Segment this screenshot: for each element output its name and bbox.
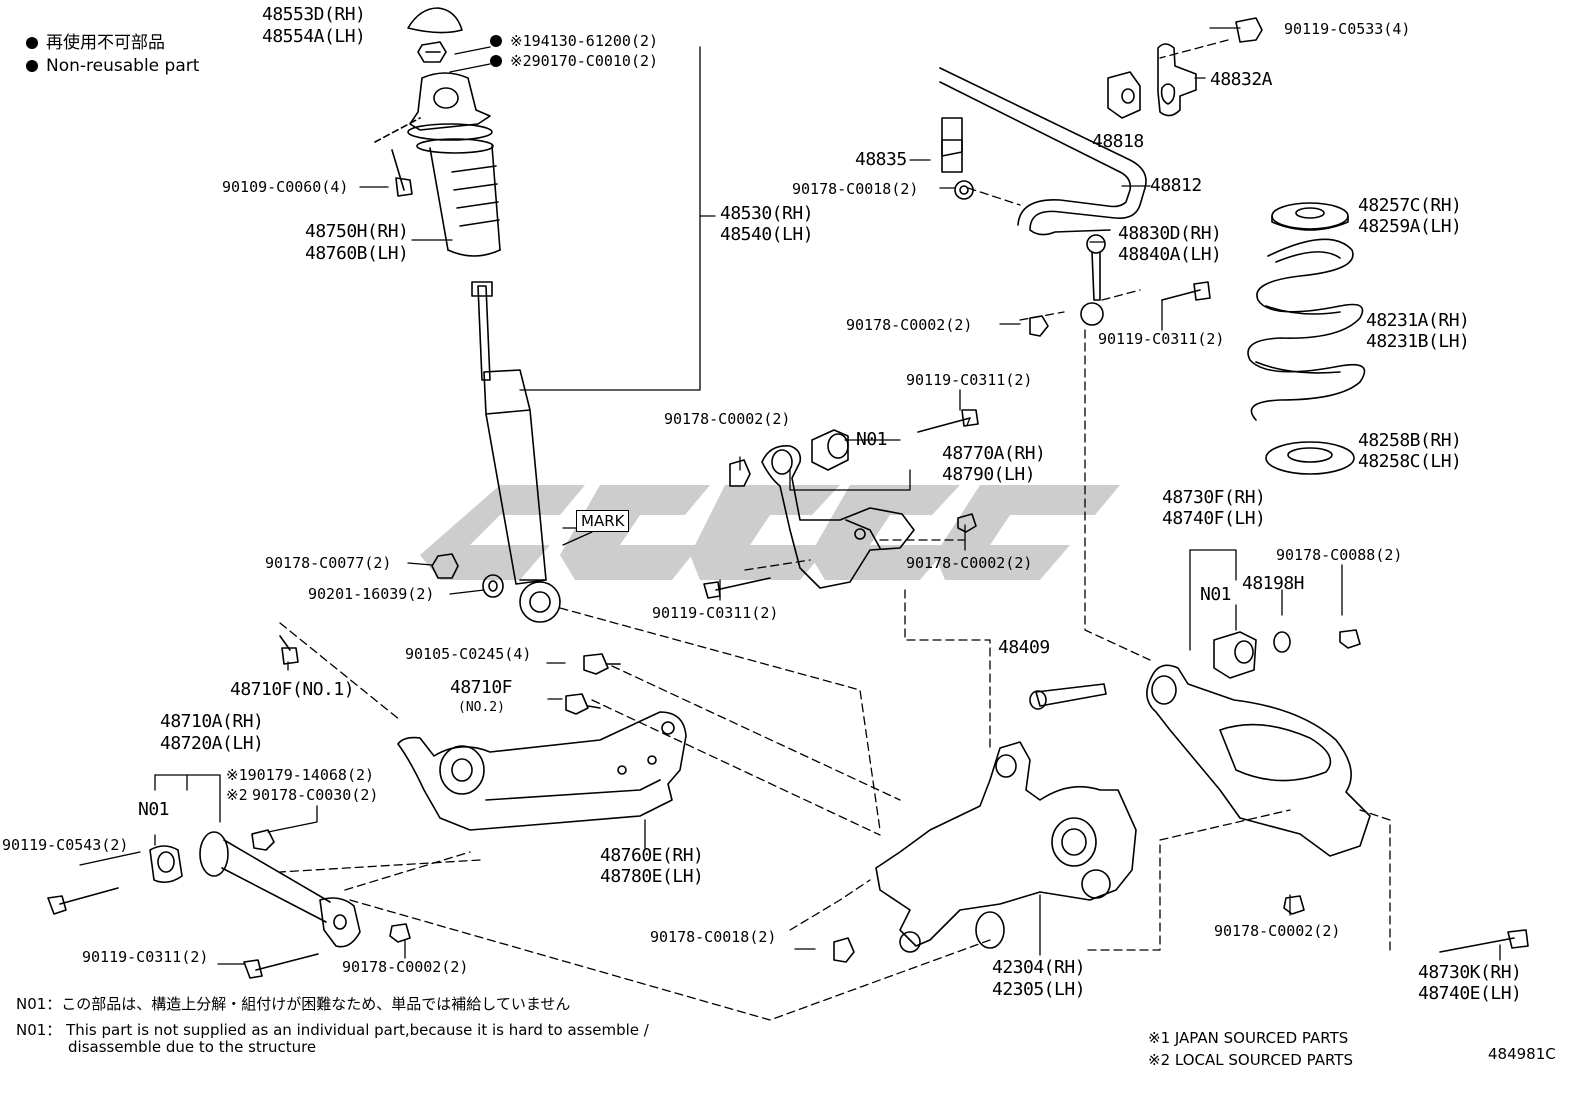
part-label: 90109-C0060(4) [222, 178, 349, 196]
n01-note-jp: N01：この部品は、構造上分解・組付けが困難なため、単品では補給していません [16, 995, 571, 1013]
part-label: 48760E(RH) [600, 845, 704, 866]
non-reusable-dot-icon [26, 60, 38, 72]
trailing-arm [279, 635, 687, 831]
part-label: (NO.2) [458, 700, 505, 715]
part-label: 48730F(RH) [1162, 487, 1266, 508]
part-label: 90201-16039(2) [308, 585, 435, 603]
part-label: 90178-C0018(2) [792, 180, 919, 198]
part-label: 48832A [1210, 69, 1273, 90]
part-label: 90178-C0088(2) [1276, 546, 1403, 564]
non-reusable-dot-icon [490, 55, 502, 67]
part-label: 48835 [855, 149, 907, 170]
part-label: 48740F(LH) [1162, 508, 1266, 529]
part-label: 48231A(RH) [1366, 310, 1470, 331]
legend-jp-text: 再使用不可部品 [46, 33, 165, 53]
legend-jp: 再使用不可部品 [26, 32, 165, 55]
n01-note-en-2: disassemble due to the structure [68, 1038, 317, 1056]
legend-en: Non-reusable part [26, 55, 199, 78]
n01-label: N01 [856, 429, 888, 450]
part-label: 48780E(LH) [600, 866, 704, 887]
part-label: 90119-C0311(2) [652, 604, 779, 622]
dashed-lines [279, 39, 1391, 1021]
part-label: 90178-C0002(2) [342, 958, 469, 976]
lower-control-arm [1146, 629, 1529, 953]
stabilizer-link [1029, 234, 1211, 337]
part-label: 48818 [1092, 131, 1144, 152]
part-label: 48730K(RH) [1418, 962, 1522, 983]
part-label: 48530(RH) [720, 203, 814, 224]
stabilizer-bracket [1107, 17, 1263, 119]
part-label: 48710A(RH) [160, 711, 264, 732]
small-nuts-left [431, 553, 504, 598]
bolt-90109 [374, 117, 421, 197]
part-label: 48830D(RH) [1118, 223, 1222, 244]
lateral-rod [47, 829, 411, 979]
part-label: 90119-C0311(2) [82, 948, 209, 966]
stabilizer-bar [939, 67, 1147, 236]
part-label: 48231B(LH) [1366, 331, 1470, 352]
part-label: ※290170-C0010(2) [490, 52, 658, 70]
diagram-code: 484981C [1488, 1045, 1556, 1063]
part-label: 42305(LH) [992, 979, 1086, 1000]
part-label: 90119-C0543(2) [2, 836, 129, 854]
part-label: ※190179-14068(2) [226, 766, 375, 784]
n01-label: N01 [1200, 584, 1232, 605]
rear-knuckle [833, 683, 1137, 963]
part-label: 90178-C0002(2) [906, 554, 1033, 572]
part-label: 48812 [1150, 175, 1202, 196]
local-sourced-note: ※2 LOCAL SOURCED PARTS [1148, 1051, 1353, 1069]
part-label: 90119-C0311(2) [1098, 330, 1225, 348]
part-label: 90178-C0077(2) [265, 554, 392, 572]
part-label: 48750H(RH) [305, 221, 409, 242]
upper-control-arm [703, 409, 979, 599]
part-label: 90178-C0002(2) [1214, 922, 1341, 940]
part-label: 90119-C0311(2) [906, 371, 1033, 389]
shock-absorber [407, 7, 561, 623]
part-label: 90178-C0002(2) [664, 410, 791, 428]
watermark-logo [420, 485, 1120, 580]
part-label: 48553D(RH) [262, 4, 366, 25]
part-label: 90119-C0533(4) [1284, 20, 1411, 38]
legend-en-text: Non-reusable part [46, 56, 200, 76]
part-label: 48259A(LH) [1358, 216, 1462, 237]
part-label: 48409 [998, 637, 1050, 658]
n01-label: N01 [138, 799, 170, 820]
part-label: 48198H [1242, 573, 1305, 594]
part-label: 42304(RH) [992, 957, 1086, 978]
part-label: 48720A(LH) [160, 733, 264, 754]
part-label: ※2 [226, 786, 248, 804]
part-label: 48257C(RH) [1358, 195, 1462, 216]
part-label: 48554A(LH) [262, 26, 366, 47]
part-label: 48710F(NO.1) [230, 679, 355, 700]
part-label: 90178-C0018(2) [650, 928, 777, 946]
n01-note-en-1: N01： This part is not supplied as an ind… [16, 1021, 649, 1039]
part-label: 48840A(LH) [1118, 244, 1222, 265]
non-reusable-dot-icon [490, 35, 502, 47]
part-label: 48790(LH) [942, 464, 1036, 485]
part-label: ※194130-61200(2) [490, 32, 658, 50]
part-label: 48258C(LH) [1358, 451, 1462, 472]
part-label: 48710F [450, 677, 513, 698]
coil-spring [1247, 202, 1366, 475]
part-label: 90178-C0002(2) [846, 316, 973, 334]
japan-sourced-note: ※1 JAPAN SOURCED PARTS [1148, 1029, 1349, 1047]
part-label: 90178-C0030(2) [252, 786, 379, 804]
part-label: 48760B(LH) [305, 243, 409, 264]
mark-label: MARK [576, 510, 630, 532]
part-label: 48258B(RH) [1358, 430, 1462, 451]
part-label: 48740E(LH) [1418, 983, 1522, 1004]
part-label: 48770A(RH) [942, 443, 1046, 464]
part-label: 48540(LH) [720, 224, 814, 245]
part-label: 90105-C0245(4) [405, 645, 532, 663]
non-reusable-dot-icon [26, 37, 38, 49]
